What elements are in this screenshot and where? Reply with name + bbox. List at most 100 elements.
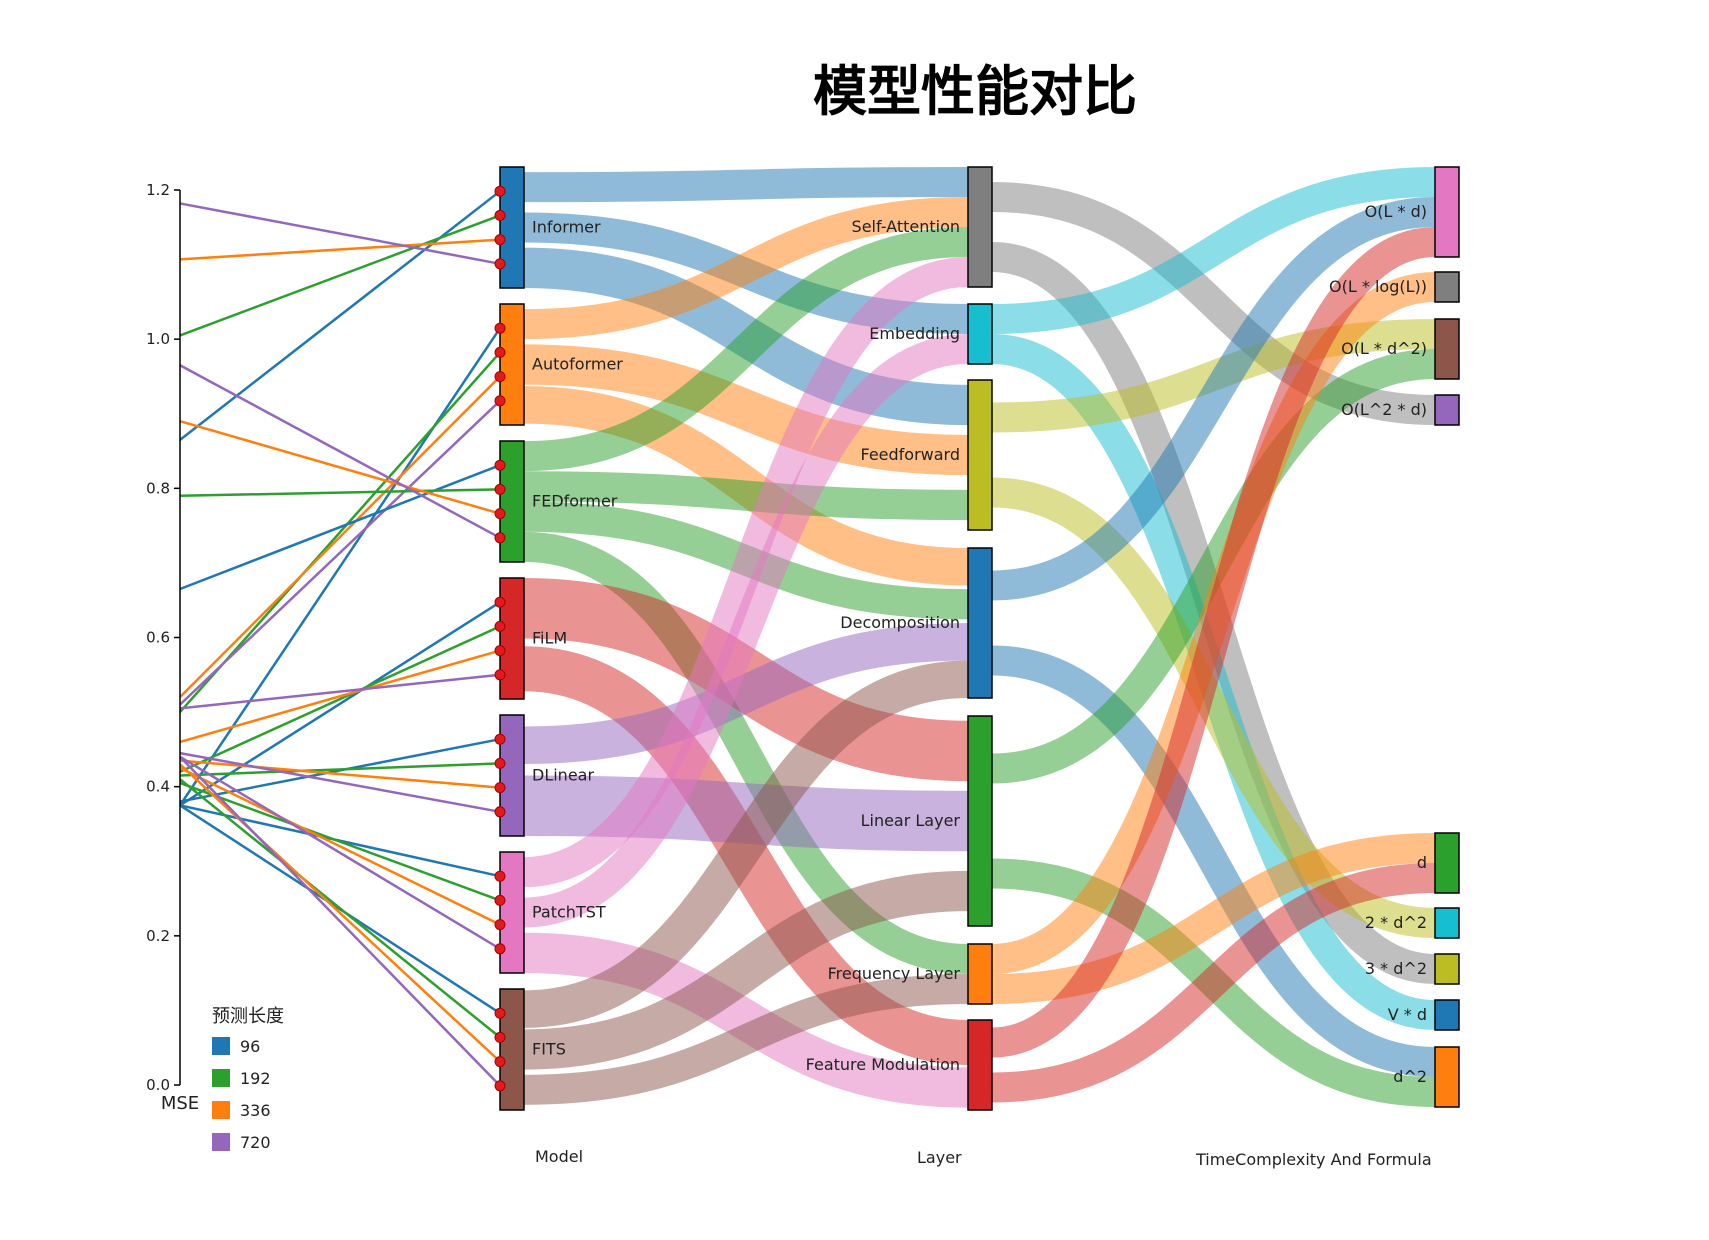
complexity-node-3-d-2 [1434, 953, 1460, 985]
complexity-label-d: d [1417, 853, 1427, 872]
mse-line-fits-192 [179, 778, 501, 1039]
mse-dot-autoformer-336 [494, 371, 506, 383]
layer-node-linear-layer [967, 715, 993, 927]
mse-dots [494, 185, 506, 1092]
mse-dot-autoformer-96 [494, 322, 506, 334]
mse-dot-fedformer-96 [494, 459, 506, 471]
link-dlinear-to-decomposition [523, 623, 969, 764]
link-fedformer-to-feedforward [523, 471, 969, 521]
link-fedformer-to-frequency-layer [523, 531, 969, 974]
legend-label-96: 96 [240, 1037, 260, 1056]
mse-dot-autoformer-720 [494, 395, 506, 407]
mse-dot-fits-96 [494, 1007, 506, 1019]
layer-node-decomposition [967, 547, 993, 699]
complexity-node-o-l-2-d [1434, 394, 1460, 426]
link-fits-to-frequency-layer [523, 974, 969, 1105]
layer-label-self-attention: Self-Attention [852, 217, 960, 236]
model-label-patchtst: PatchTST [532, 903, 606, 922]
layer-label-feedforward: Feedforward [860, 445, 960, 464]
mse-line-fits-720 [179, 755, 501, 1087]
mse-dot-film-336 [494, 645, 506, 657]
mse-dot-film-720 [494, 669, 506, 681]
mse-tick-label: 1.2 [146, 181, 170, 199]
mse-line-film-192 [179, 625, 501, 773]
mse-line-fedformer-192 [179, 488, 501, 498]
link-fits-to-linear-layer [523, 870, 969, 1070]
complexity-label-o-l-2-d: O(L^2 * d) [1341, 400, 1427, 419]
mse-line-fedformer-720 [179, 364, 501, 539]
model-label-autoformer: Autoformer [532, 355, 623, 374]
layer-label-feature-modulation: Feature Modulation [806, 1055, 960, 1074]
layer-label-decomposition: Decomposition [840, 613, 960, 632]
mse-line-fedformer-96 [179, 464, 501, 591]
mse-axis: 0.00.20.40.60.81.01.2 [146, 181, 181, 1094]
mse-dot-dlinear-336 [494, 782, 506, 794]
mse-line-informer-720 [179, 202, 501, 266]
complexity-label-o-l-log-l: O(L * log(L)) [1329, 277, 1427, 296]
mse-line-film-336 [179, 649, 501, 744]
layer-node-embedding [967, 303, 993, 365]
mse-line-autoformer-336 [179, 375, 501, 699]
mse-dot-fedformer-192 [494, 483, 506, 495]
model-node-fedformer [499, 440, 525, 563]
mse-dot-film-192 [494, 620, 506, 632]
link-fits-to-decomposition [523, 660, 969, 1028]
model-label-fits: FITS [532, 1040, 566, 1059]
complexity-node-o-l-log-l [1434, 271, 1460, 303]
link-decomposition-to-o-l-d [991, 197, 1436, 601]
link-feature-modulation-to-o-l-d [991, 227, 1436, 1058]
mse-line-fedformer-336 [179, 420, 501, 515]
complexity-node-2-d-2 [1434, 907, 1460, 939]
mse-line-film-720 [179, 673, 501, 710]
mse-line-dlinear-336 [179, 759, 501, 789]
legend-label-336: 336 [240, 1101, 271, 1120]
complexity-label-o-l-d: O(L * d) [1365, 202, 1427, 221]
column-label-complexity: TimeComplexity And Formula [1195, 1150, 1432, 1169]
legend-swatch-336 [212, 1101, 230, 1119]
complexity-node-o-l-d-2 [1434, 318, 1460, 380]
link-fedformer-to-self-attention [523, 227, 969, 472]
complexity-label-v-d: V * d [1388, 1005, 1427, 1024]
legend-title: 预测长度 [212, 1006, 284, 1027]
mse-tick-label: 0.8 [146, 479, 170, 497]
mse-line-autoformer-192 [179, 351, 501, 713]
link-autoformer-to-feedforward [523, 344, 969, 476]
layer-node-feedforward [967, 379, 993, 531]
mse-tick-label: 0.0 [146, 1076, 170, 1094]
mse-dot-informer-720 [494, 258, 506, 270]
mse-dot-informer-336 [494, 234, 506, 246]
mse-line-autoformer-720 [179, 399, 501, 706]
model-node-fits [499, 988, 525, 1111]
mse-dot-dlinear-192 [494, 757, 506, 769]
legend-swatch-720 [212, 1133, 230, 1151]
mse-line-informer-192 [179, 214, 501, 337]
link-feature-modulation-to-d [991, 863, 1436, 1103]
column-label-layer: Layer [917, 1148, 962, 1167]
legend-label-720: 720 [240, 1133, 271, 1152]
link-linear-layer-to-o-l-d-2 [991, 349, 1436, 784]
mse-line-fits-336 [179, 763, 501, 1063]
complexity-label-3-d-2: 3 * d^2 [1365, 959, 1427, 978]
mse-tick-label: 1.0 [146, 330, 170, 348]
link-embedding-to-o-l-d [991, 167, 1436, 334]
mse-dot-dlinear-96 [494, 733, 506, 745]
mse-dot-patchtst-336 [494, 919, 506, 931]
model-node-dlinear [499, 714, 525, 837]
mse-dot-fedformer-336 [494, 508, 506, 520]
mse-dot-film-96 [494, 596, 506, 608]
mse-dot-patchtst-96 [494, 870, 506, 882]
mse-line-informer-336 [179, 238, 501, 261]
mse-dot-dlinear-720 [494, 806, 506, 818]
model-label-informer: Informer [532, 218, 601, 237]
mse-dot-patchtst-192 [494, 894, 506, 906]
complexity-node-v-d [1434, 999, 1460, 1031]
mse-lines [178, 190, 502, 1087]
layer-node-frequency-layer [967, 943, 993, 1005]
mse-tick-label: 0.4 [146, 778, 170, 796]
complexity-label-d-2: d^2 [1393, 1067, 1427, 1086]
mse-line-informer-96 [179, 190, 501, 441]
mse-dot-fits-720 [494, 1080, 506, 1092]
model-node-patchtst [499, 851, 525, 974]
